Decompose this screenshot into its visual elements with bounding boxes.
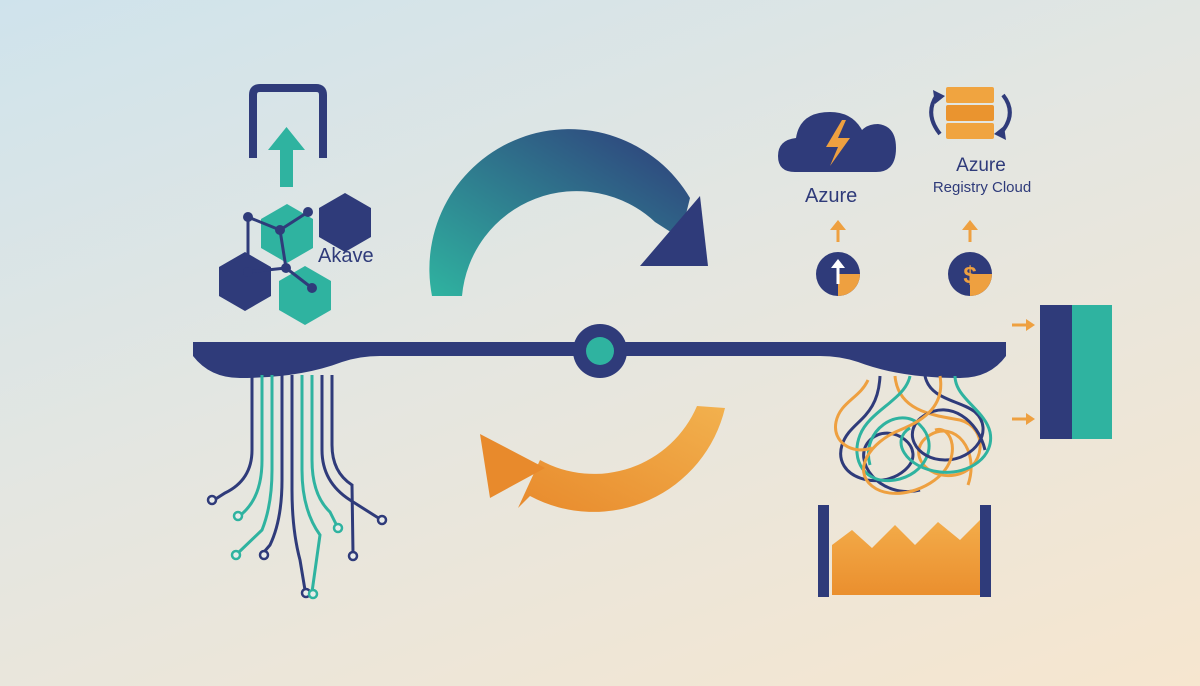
pie-up-arrow-icon xyxy=(816,252,860,296)
neat-wires-icon xyxy=(213,375,381,593)
exit-door-icon xyxy=(1012,305,1112,439)
upload-arrow-icon xyxy=(249,84,327,187)
azure-label: Azure xyxy=(805,185,858,207)
wire-end-nodes xyxy=(206,494,388,600)
svg-text:$: $ xyxy=(963,262,977,289)
overflow-bin-icon xyxy=(818,505,991,597)
cycle-arrow-top-icon xyxy=(429,129,708,296)
cycle-arrow-bottom-icon xyxy=(480,406,725,512)
server-stack-sync-icon xyxy=(929,87,1012,140)
cloud-lightning-icon xyxy=(778,112,896,172)
azure-registry-subtitle: Registry Cloud xyxy=(932,179,1032,196)
tangled-wires-icon xyxy=(834,375,993,495)
registry-up-arrow-icon xyxy=(962,220,978,242)
akave-label: Akave xyxy=(318,245,374,267)
hexagon-network-icon xyxy=(219,193,371,325)
pie-dollar-icon: $ xyxy=(948,252,992,296)
azure-up-arrow-icon xyxy=(830,220,846,242)
azure-registry-title: Azure xyxy=(956,155,1006,176)
balance-beam-icon xyxy=(193,324,1006,378)
